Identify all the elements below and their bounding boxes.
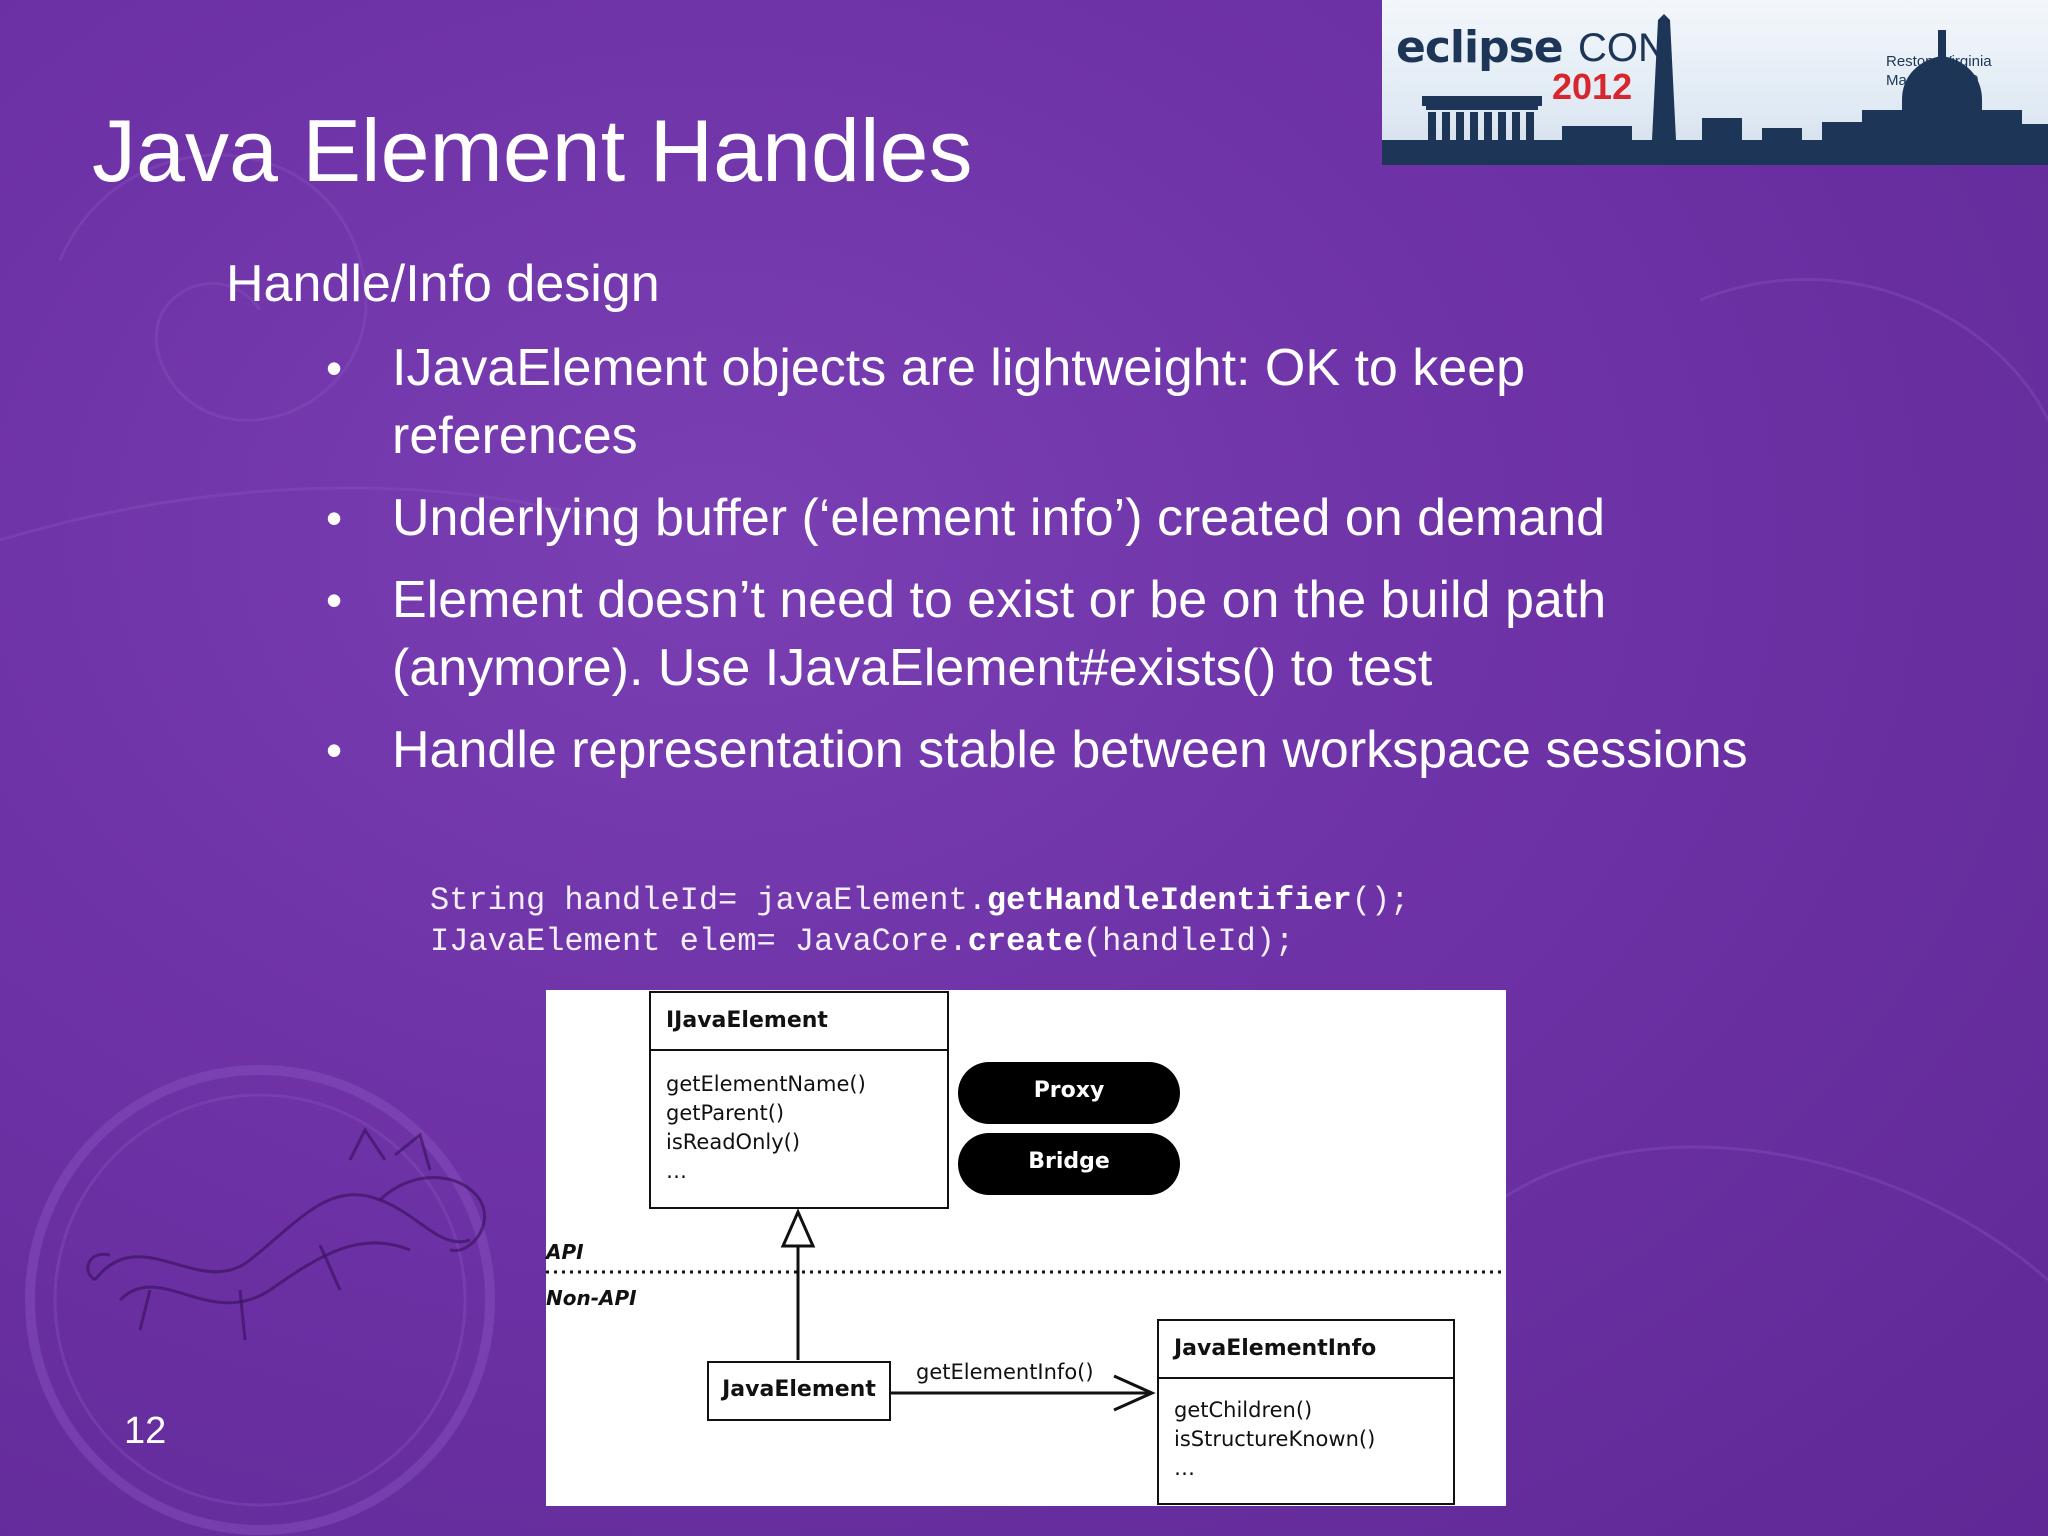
method-label: getChildren() (1174, 1398, 1313, 1422)
bullet-text: Handle representation stable between wor… (392, 721, 1748, 779)
javaelementinfo-methods: getChildren() isStructureKnown() … (1174, 1396, 1375, 1483)
method-label: … (1174, 1456, 1195, 1480)
bullet-list: • IJavaElement objects are lightweight: O… (326, 334, 1776, 798)
method-label: isReadOnly() (666, 1130, 801, 1154)
non-api-label: Non-API (546, 1286, 637, 1310)
logo-dates: March 26 - 29 (1886, 72, 1979, 89)
bullet-dot: • (326, 724, 343, 776)
uml-diagram: IJavaElement getElementName() getParent(… (546, 990, 1506, 1506)
bullet-dot: • (326, 492, 343, 544)
code-snippet: String handleId= javaElement.getHandleId… (430, 880, 1409, 962)
code-line1-method: getHandleIdentifier (986, 882, 1352, 919)
method-label: getParent() (666, 1101, 785, 1125)
logo-location-block: Reston, Virginia March 26 - 29 (1886, 52, 1992, 90)
code-line2-method: create (967, 923, 1083, 960)
bullet-dot: • (326, 574, 343, 626)
bullet-text: IJavaElement objects are lightweight: OK… (392, 339, 1526, 465)
pattern-bridge: Bridge (1028, 1149, 1110, 1174)
method-label: … (666, 1159, 687, 1183)
logo-location: Reston, Virginia (1886, 53, 1992, 70)
bullet-item: • Underlying buffer (‘element info’) crea… (326, 484, 1776, 552)
javaelement-name: JavaElement (722, 1377, 876, 1402)
bullet-text: Underlying buffer (‘element info’) creat… (392, 489, 1606, 547)
code-line2-part1: IJavaElement elem= JavaCore. (430, 923, 968, 960)
method-label: getElementName() (666, 1072, 866, 1096)
eclipsecon-logo: eclipse CON 2012 Reston, Virginia March … (1382, 0, 2048, 165)
bullet-item: • IJavaElement objects are lightweight: O… (326, 334, 1776, 470)
code-line1-part3: (); (1351, 882, 1410, 919)
uml-diagram-lines (546, 991, 1506, 1505)
method-label: isStructureKnown() (1174, 1427, 1376, 1451)
bullet-item: • Element doesn’t need to exist or be on … (326, 566, 1776, 702)
logo-year: 2012 (1552, 66, 1633, 107)
dragon-emblem (86, 1127, 487, 1341)
arrow-label: getElementInfo() (916, 1360, 1094, 1384)
pattern-proxy: Proxy (1033, 1078, 1105, 1103)
bullet-text: Element doesn’t need to exist or be on t… (392, 571, 1607, 697)
ijavaelement-methods: getElementName() getParent() isReadOnly(… (666, 1070, 866, 1186)
slide-subtitle: Handle/Info design (226, 255, 660, 313)
skyline-illustration (1382, 14, 2048, 165)
javaelementinfo-name: JavaElementInfo (1174, 1336, 1377, 1361)
logo-con-text: CON (1578, 26, 1667, 70)
ijavaelement-name: IJavaElement (666, 1008, 828, 1033)
code-line1-part1: String handleId= javaElement. (430, 882, 987, 919)
bullet-item: • Handle representation stable between wo… (326, 716, 1776, 784)
logo-eclipse-text: eclipse (1396, 22, 1564, 73)
code-line2-part3: (handleId); (1082, 923, 1295, 960)
slide-title: Java Element Handles (92, 101, 973, 200)
bullet-dot: • (326, 342, 343, 394)
api-label: API (546, 1240, 584, 1264)
page-number: 12 (124, 1410, 167, 1452)
